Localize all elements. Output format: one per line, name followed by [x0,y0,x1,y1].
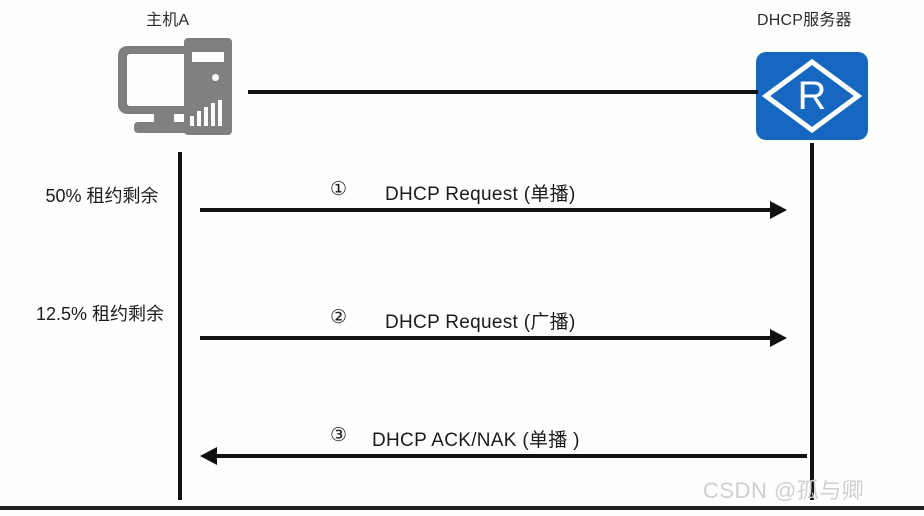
router-letter-r: R [798,74,827,118]
server-node-label: DHCP服务器 [757,12,852,29]
message-2-label: DHCP Request (广播) [385,312,576,333]
tower-power-button-icon [212,74,219,81]
bottom-border [0,506,924,510]
message-1-number: ① [330,179,348,200]
csdn-watermark: CSDN @孤与卿 [703,478,865,503]
server-lifeline [810,143,814,500]
message-2-arrow-line [200,336,772,340]
router-diamond-shape [761,58,863,134]
message-3-label: DHCP ACK/NAK (单播 ) [372,430,580,451]
message-3-number: ③ [330,425,348,446]
lease-remaining-50-label: 50% 租约剩余 [45,186,159,206]
host-server-link-line [248,90,758,94]
message-2-arrowhead-right [770,329,787,347]
message-2-number: ② [330,307,348,328]
host-node-label: 主机A [146,12,190,29]
message-1-arrow-line [200,208,772,212]
message-3-arrow-line [217,454,807,458]
message-1-label: DHCP Request (单播) [385,184,576,205]
monitor-neck [154,113,174,123]
router-icon: R [756,52,868,140]
desktop-computer-icon [118,38,250,138]
tower-drive-slot [192,52,224,62]
lease-remaining-12-5-label: 12.5% 租约剩余 [35,304,165,324]
message-1-arrowhead-right [770,201,787,219]
tower-vents [190,100,224,126]
message-3-arrowhead-left [200,447,217,465]
monitor-base [134,122,196,133]
host-lifeline [178,152,182,500]
